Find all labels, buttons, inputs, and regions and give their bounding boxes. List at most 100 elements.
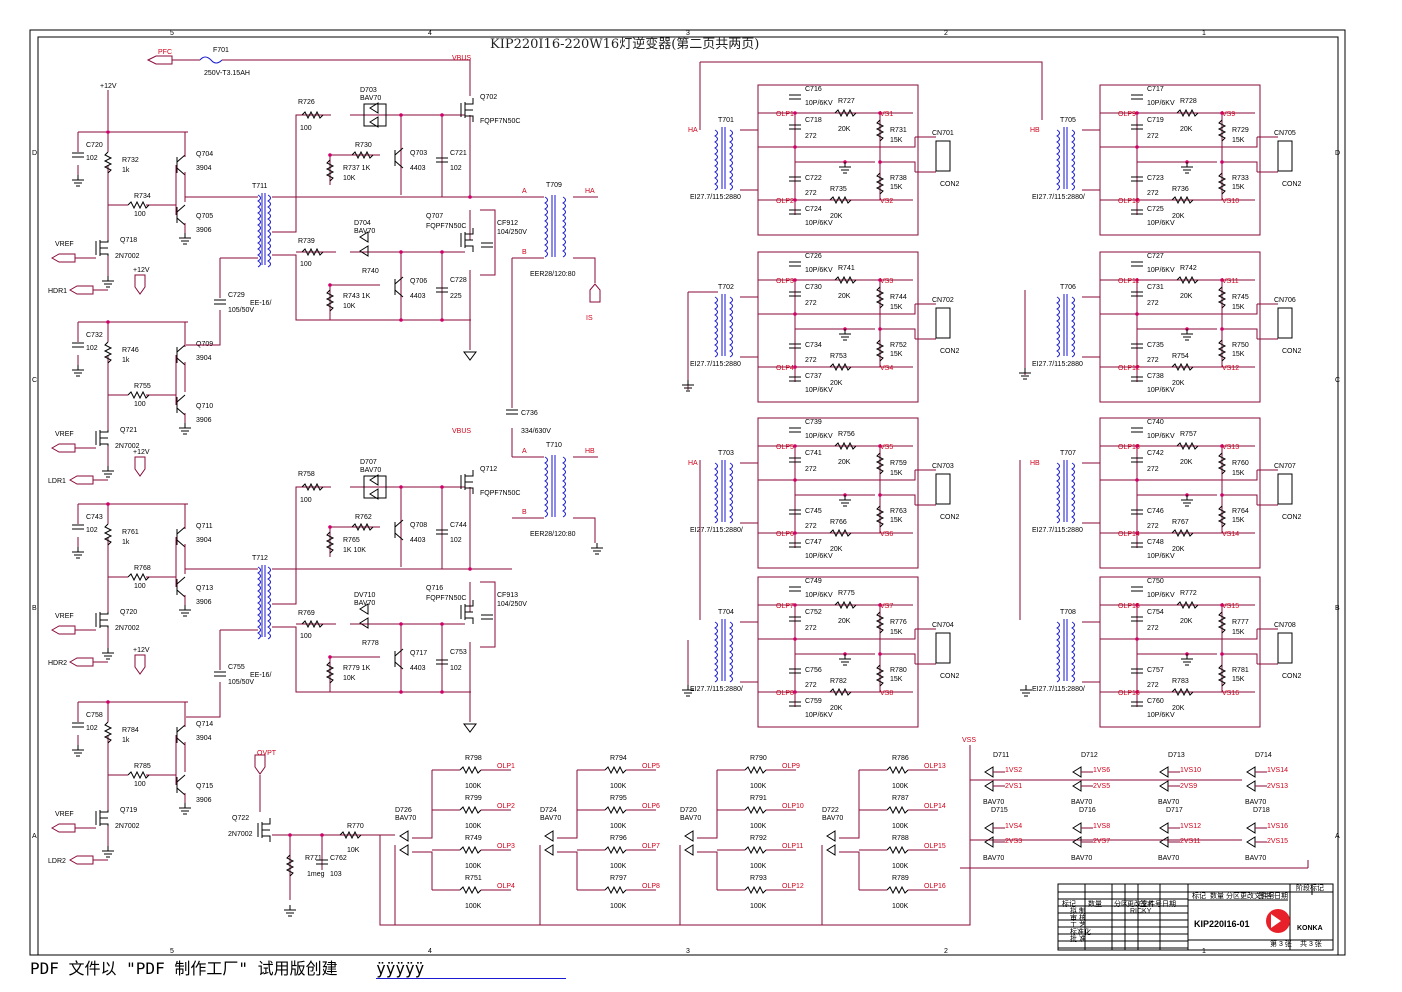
channel-frame [1099,576,1261,728]
resistor-symbol [351,522,374,532]
mosfet-symbol [95,806,109,830]
capacitor-symbol [1131,668,1143,674]
title-grid-line [1188,884,1333,950]
label: 105/50V [228,679,254,686]
winding-symbol [714,296,718,358]
row-marker-left: B [32,605,37,612]
label: R776 [890,619,907,626]
label: R782 [830,678,847,685]
channel-frame [1099,417,1261,569]
resistor-symbol [127,770,150,780]
label: EI27.7/115:2880/ [690,527,743,534]
label: R734 [134,193,151,200]
label: C718 [805,117,822,124]
vs-net: 2VS1 [1005,783,1022,790]
mosfet-symbol [95,608,109,632]
label: BAV70 [822,815,843,822]
resistor-symbol [1176,600,1199,610]
label: C748 [1147,539,1164,546]
label: D722 [822,807,839,814]
label: 4403 [410,293,426,300]
label: R770 [347,823,364,830]
net-12v: +12V [100,83,117,90]
label: 2N7002 [115,253,140,260]
resistor-symbol [1171,195,1194,205]
label: 100K [465,863,482,870]
label: R749 [465,835,482,842]
resistor-symbol [604,885,627,895]
olp-label: OLP15 [1118,603,1140,610]
vs-net: 2VS7 [1093,838,1110,845]
label: R784 [122,727,139,734]
label: 272 [1147,523,1159,530]
junction-dot [793,637,797,641]
label: 102 [450,537,462,544]
net-vss: VSS [962,737,976,744]
capacitor-symbol [1131,457,1143,463]
olp-label: OLP1 [776,111,794,118]
label: 10P/6KV [805,553,833,560]
capacitor-symbol [72,722,84,728]
label: BAV70 [1071,799,1092,806]
transformer-core [1063,460,1068,522]
dual-diode-symbol [984,822,994,848]
label: 20K [830,380,843,387]
capacitor-symbol [789,586,801,592]
label: Q719 [120,807,137,814]
capacitor-symbol [72,524,84,530]
label: C738 [1147,373,1164,380]
resistor-symbol [301,110,324,120]
junction-dot [878,278,882,282]
dual-diode-symbol [1072,822,1082,848]
ground-symbol [179,233,191,245]
net-vref: VREF [55,811,74,818]
junction-dot [1220,327,1224,331]
capacitor-symbol [436,529,448,535]
resistor-symbol [834,108,857,118]
winding-symbol [257,194,261,268]
junction-dot [793,278,797,282]
label: 100K [750,863,767,870]
junction-dot [440,318,444,322]
label: R733 [1232,175,1249,182]
junction-dot [1135,637,1139,641]
olp-label: OLP9 [1118,111,1136,118]
label: 4403 [410,165,426,172]
junction-dot [1220,111,1224,115]
dual-diode-symbol [826,830,836,856]
label: Q704 [196,151,213,158]
channel-frame [1099,84,1261,236]
junction-dot [878,160,882,164]
label: D716 [1079,807,1096,814]
label: 272 [805,466,817,473]
label: R757 [1180,431,1197,438]
junction-dot [1220,278,1224,282]
bjt-symbol [394,519,404,541]
label: EER28/120:80 [530,271,576,278]
wire [175,132,186,233]
row-marker-right: B [1335,605,1340,612]
net-12v: +12V [133,449,150,456]
ground-symbol [102,846,114,858]
resistor-symbol [339,830,362,840]
capacitor-symbol [72,152,84,158]
olp-net: OLP15 [924,843,946,850]
label: T709 [546,182,562,189]
label: C762 [330,855,347,862]
fuse-value: 250V-T3.15AH [204,70,250,77]
bjt-symbol [176,526,186,548]
net-output: HB [585,448,595,455]
vs-label: VS13 [1222,444,1239,451]
capacitor-symbol [72,342,84,348]
row-marker-left: A [32,833,37,840]
column-marker-bottom: 2 [944,948,948,955]
label: 1k [122,357,130,364]
label: 102 [86,725,98,732]
capacitor-symbol [481,242,493,248]
label: 10P/6KV [1147,553,1175,560]
junction-dot [1135,603,1139,607]
channel-frame [757,417,919,569]
label: 10P/6KV [805,220,833,227]
label: 334/630V [521,428,551,435]
